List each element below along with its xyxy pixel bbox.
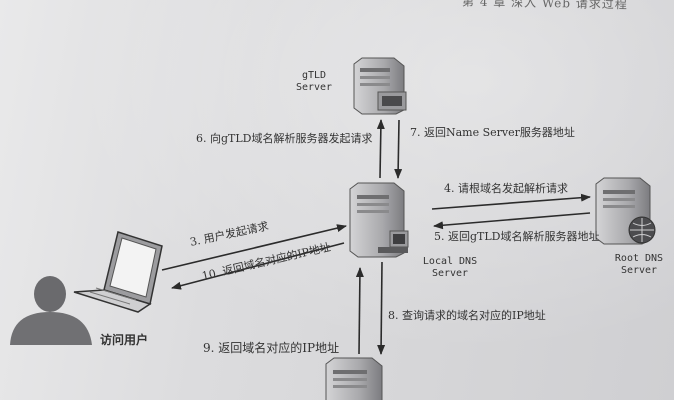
local-label-line1: Local DNS xyxy=(422,256,478,267)
step-5-label: 5. 返回gTLD域名解析服务器地址 xyxy=(434,230,600,243)
user-label: 访问用户 xyxy=(100,333,149,347)
step-8-label: 8. 查询请求的域名对应的IP地址 xyxy=(388,309,546,322)
arrow-step-9 xyxy=(355,267,364,355)
gtld-server-icon xyxy=(353,57,407,115)
user-person-icon xyxy=(10,276,92,345)
arrow-step-10 xyxy=(171,242,345,290)
local-dns-label: Local DNS Server xyxy=(412,256,488,280)
gtld-server-label: gTLD Server xyxy=(294,70,334,94)
arrow-step-7 xyxy=(394,119,403,179)
local-dns-server-icon xyxy=(349,182,409,258)
arrow-step-6 xyxy=(376,119,385,179)
name-server-icon xyxy=(325,357,383,400)
laptop-icon xyxy=(73,231,163,313)
arrow-step-4 xyxy=(431,193,591,210)
step-4-label: 4. 请根域名发起解析请求 xyxy=(444,182,568,195)
step-7-label: 7. 返回Name Server服务器地址 xyxy=(410,126,575,139)
gtld-label-line1: gTLD xyxy=(301,70,327,81)
root-label-line1: Root DNS xyxy=(614,253,664,264)
arrow-step-5 xyxy=(433,212,591,230)
step-9-label: 9. 返回域名对应的IP地址 xyxy=(203,341,340,355)
arrow-step-3 xyxy=(161,224,347,271)
root-dns-label: Root DNS Server xyxy=(604,253,674,277)
arrow-step-8 xyxy=(377,261,386,355)
gtld-label-line2: Server xyxy=(295,82,333,93)
root-dns-server-icon xyxy=(595,177,656,245)
local-label-line2: Server xyxy=(431,268,469,279)
step-6-label: 6. 向gTLD域名解析服务器发起请求 xyxy=(196,132,373,145)
root-label-line2: Server xyxy=(620,265,658,276)
